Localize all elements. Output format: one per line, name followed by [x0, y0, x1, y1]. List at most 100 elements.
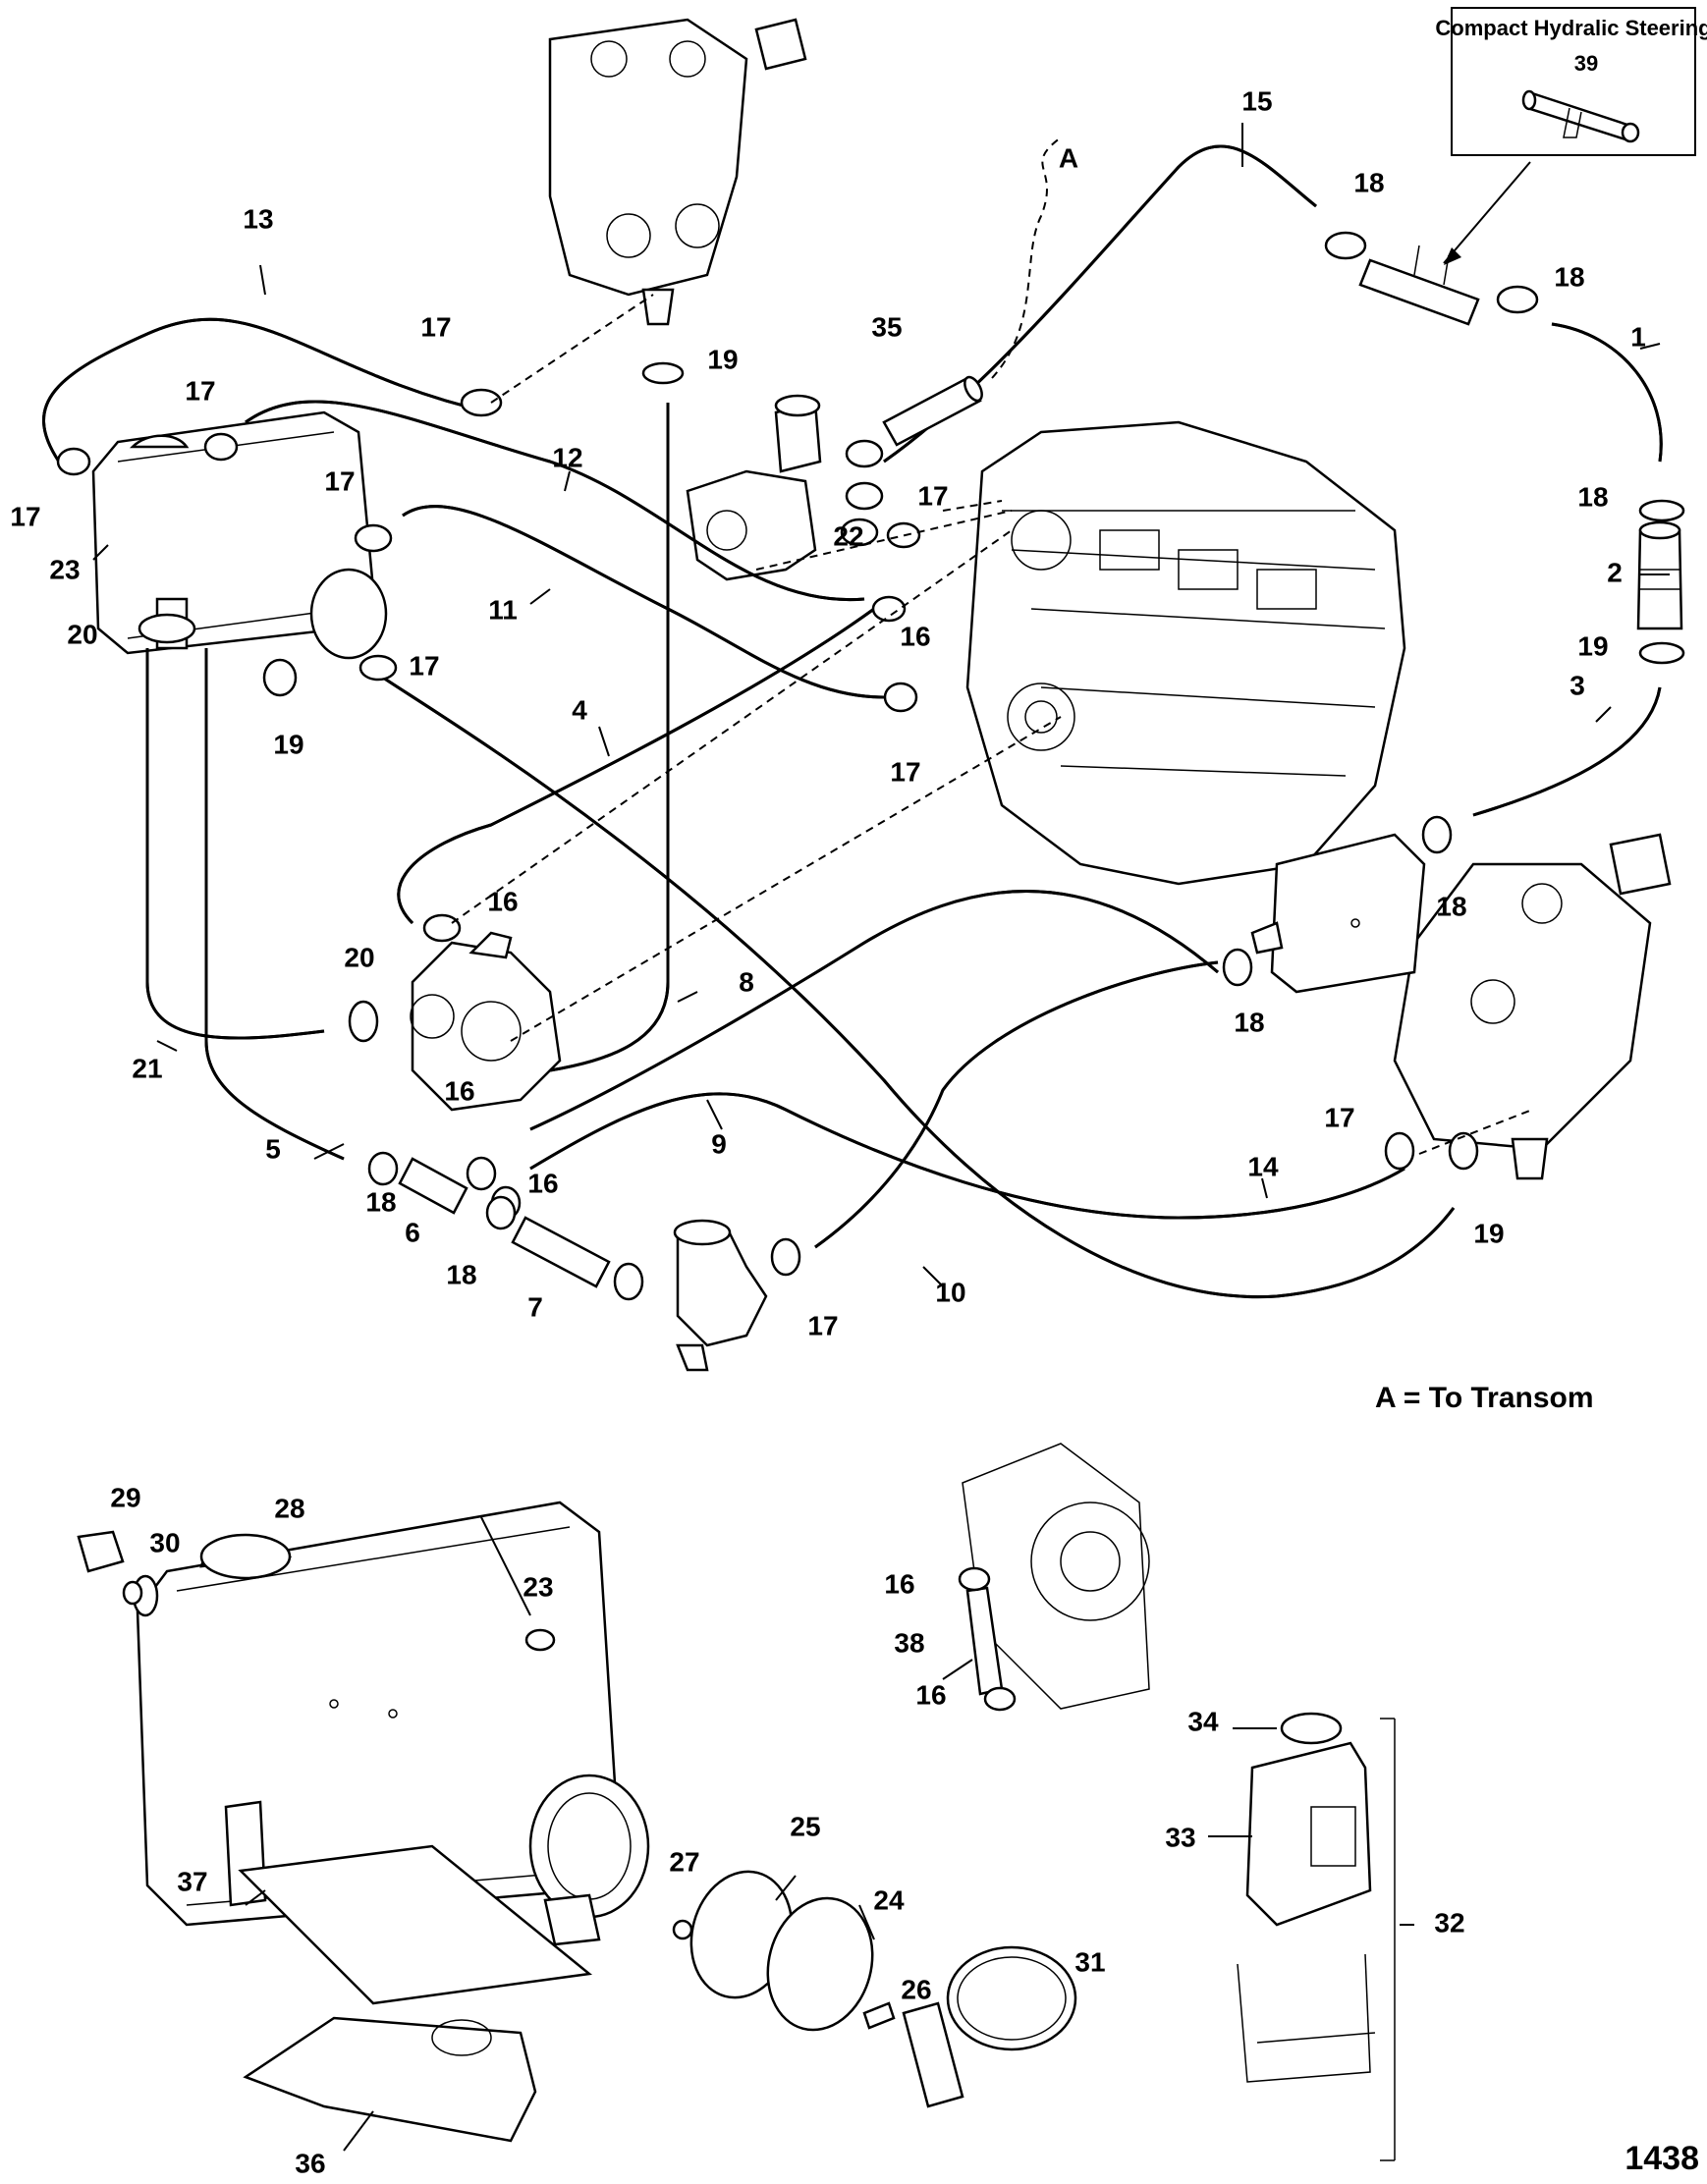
steering-cooler-tube: [1521, 89, 1640, 143]
water-pump-circulating: [410, 931, 562, 1112]
fitting-2: [1636, 520, 1683, 630]
callout-17-d: 17: [324, 465, 355, 496]
reservoir-cap-34: [1280, 1712, 1343, 1745]
o-ring-30: [122, 1580, 143, 1606]
callout-19-a: 19: [707, 344, 738, 374]
callout-1: 1: [1630, 321, 1646, 352]
callout-19-b: 19: [273, 729, 303, 759]
callout-4: 4: [572, 694, 587, 725]
callout-18-g: 18: [446, 1259, 476, 1289]
callout-19-d: 19: [1473, 1218, 1504, 1248]
hose-16: [529, 890, 1219, 1131]
engine-block: [965, 420, 1406, 886]
washer-27: [672, 1919, 693, 1940]
leader-lines: [92, 123, 1670, 2152]
callout-18-b: 18: [1554, 261, 1584, 292]
callout-18-e: 18: [1234, 1007, 1264, 1037]
callout-23-a: 23: [49, 554, 80, 584]
callout-17-h: 17: [1324, 1102, 1354, 1132]
callout-2: 2: [1607, 557, 1623, 587]
hose-38: [965, 1586, 1004, 1696]
callout-35: 35: [871, 311, 902, 342]
callout-16-a: 16: [900, 621, 930, 651]
seawater-pump: [686, 394, 822, 581]
callout-37: 37: [177, 1866, 207, 1896]
bracket-36: [243, 2016, 537, 2143]
hose-13: [42, 317, 492, 463]
clamp-31: [902, 1945, 1077, 2108]
callout-33: 33: [1165, 1822, 1195, 1852]
hose-8: [549, 403, 670, 1072]
callout-20-a: 20: [67, 619, 97, 649]
callout-17-b: 17: [185, 375, 215, 406]
callout-22: 22: [833, 520, 863, 551]
callout-7: 7: [527, 1291, 543, 1322]
callout-18-a: 18: [1353, 167, 1384, 197]
end-cap-24: [766, 1896, 874, 2032]
callout-17-i: 17: [807, 1310, 838, 1340]
callout-A: A: [1059, 142, 1078, 173]
hose-4: [397, 607, 875, 925]
callout-16-c: 16: [444, 1075, 474, 1106]
screw-26: [862, 2001, 896, 2030]
callout-30: 30: [149, 1527, 180, 1557]
callout-24: 24: [873, 1884, 905, 1915]
callout-23-b: 23: [523, 1571, 553, 1602]
clamp-16-lower: [983, 1686, 1017, 1712]
callout-21: 21: [132, 1053, 162, 1083]
pressure-cap-28: [199, 1533, 292, 1580]
hose-3: [1472, 686, 1662, 817]
callout-25: 25: [790, 1811, 820, 1841]
callout-6: 6: [405, 1217, 420, 1247]
callout-17-a: 17: [420, 311, 451, 342]
callout-8: 8: [739, 966, 754, 997]
hose-21: [145, 648, 325, 1040]
callout-12: 12: [552, 442, 582, 472]
inset-part-number: 39: [1574, 51, 1598, 76]
callout-10: 10: [935, 1277, 965, 1307]
figure-number: 1438: [1624, 2140, 1699, 2177]
callout-16-d: 16: [527, 1168, 558, 1198]
callout-17-e: 17: [409, 650, 439, 681]
hose-6: [398, 1157, 468, 1215]
exhaust-manifold-port: [548, 18, 807, 326]
inset-title: Compact Hydralic Steering: [1435, 16, 1707, 40]
hose-clamps: [56, 231, 1685, 1301]
callout-18-c: 18: [1577, 481, 1608, 512]
callout-27: 27: [669, 1846, 699, 1877]
callout-11: 11: [488, 594, 518, 625]
callout-13: 13: [243, 203, 273, 234]
hose-1: [1551, 322, 1663, 463]
hose-9-14: [529, 1092, 1405, 1220]
drain-plug-29: [77, 1530, 125, 1573]
callout-numbers: 1 2 3 4 5 6 7 8 9 10 11 12 13 14 15 16 1…: [10, 85, 1645, 2178]
callout-9: 9: [711, 1128, 727, 1159]
callout-38: 38: [894, 1627, 924, 1658]
callout-15: 15: [1241, 85, 1272, 116]
callout-14: 14: [1247, 1151, 1279, 1181]
exhaust-manifold-starboard: [1393, 833, 1672, 1180]
gasket-37: [238, 1844, 593, 2005]
dashed-connections: [451, 136, 1533, 1155]
hose-10: [382, 676, 1456, 1299]
hose-7: [511, 1216, 611, 1288]
hose-crossover: [814, 960, 1219, 1249]
callout-29: 29: [110, 1482, 140, 1512]
callout-16-b: 16: [487, 886, 518, 916]
callout-26: 26: [901, 1974, 931, 2004]
callout-18-d: 18: [1436, 891, 1466, 921]
callout-34: 34: [1187, 1706, 1219, 1736]
callout-17-g: 17: [890, 756, 920, 787]
steering-tee-fitting: [1358, 245, 1480, 326]
callout-32: 32: [1434, 1907, 1464, 1938]
transom-note: A = To Transom: [1375, 1382, 1594, 1414]
clamp-16-upper: [958, 1566, 991, 1592]
callout-16-e: 16: [884, 1568, 914, 1599]
hose-12: [245, 400, 865, 602]
hose-35: [882, 375, 983, 447]
coolant-reservoir-32: [1237, 1712, 1396, 2161]
heat-exchanger-small: [91, 410, 388, 660]
callout-36: 36: [295, 2148, 325, 2178]
callout-17-c: 17: [10, 501, 40, 531]
